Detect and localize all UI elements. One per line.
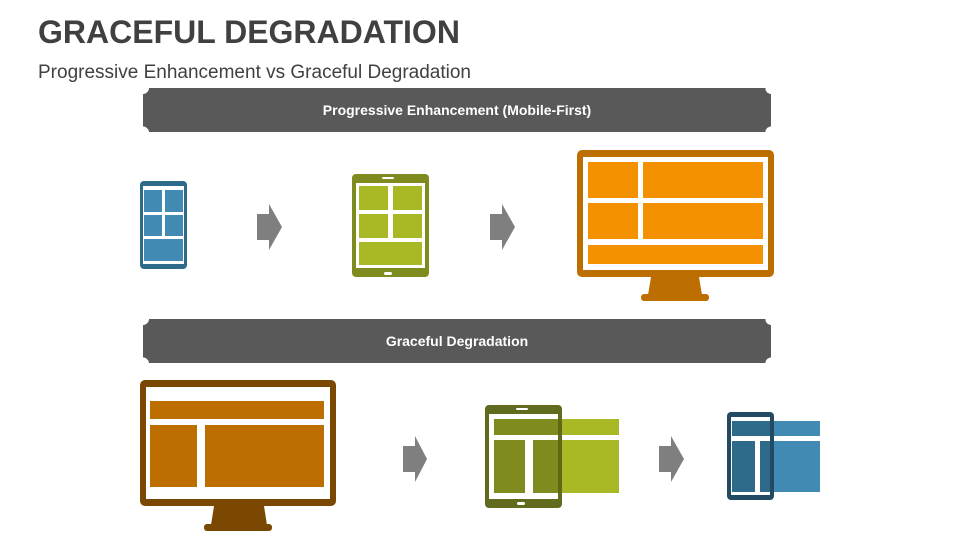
slide-title: GRACEFUL DEGRADATION [38, 14, 460, 50]
phone-icon [140, 181, 187, 269]
desktop-monitor-icon [140, 380, 336, 531]
tablet-icon [485, 405, 619, 508]
tablet-icon [352, 174, 429, 277]
arrow-right-icon [257, 204, 282, 250]
banner-label: Graceful Degradation [385, 333, 529, 349]
arrow-right-icon [403, 436, 427, 482]
phone-icon [727, 412, 820, 500]
slide-subtitle: Progressive Enhancement vs Graceful Degr… [38, 62, 472, 83]
progressive-enhancement-banner: Progressive Enhancement (Mobile-First) [143, 88, 771, 132]
arrow-right-icon [659, 436, 684, 482]
banner-label: Progressive Enhancement (Mobile-First) [322, 102, 592, 118]
graceful-degradation-banner: Graceful Degradation [143, 319, 771, 363]
desktop-monitor-icon [577, 150, 774, 301]
arrow-right-icon [490, 204, 515, 250]
